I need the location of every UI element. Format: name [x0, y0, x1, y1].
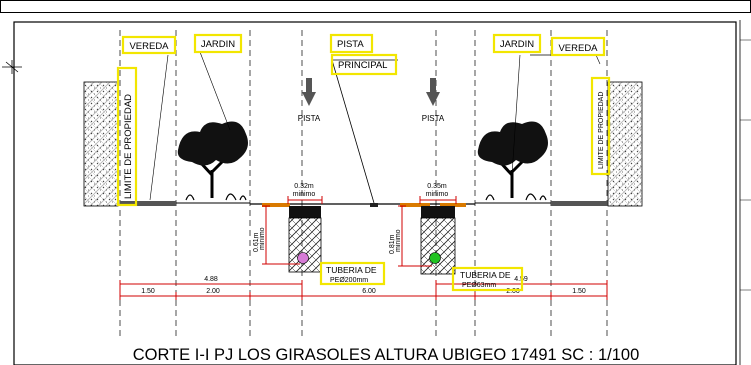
label-pista: PISTA — [337, 39, 364, 50]
trench-left-depth-note: minimo — [259, 227, 266, 250]
trench-right-width-note: minimo — [426, 191, 449, 198]
trench-right-depth-note: minimo — [395, 229, 402, 252]
trench-right-width: 0.35m — [427, 183, 447, 190]
arrow-down-icon — [426, 78, 440, 106]
trench-right-depth: 0.81m — [389, 234, 396, 254]
label-tuberia-right: TUBERIA DE — [460, 270, 511, 280]
dim-left-total: 4.88 — [204, 276, 218, 283]
dim-pista: 6.00 — [362, 288, 376, 295]
dim-vereda-left: 1.50 — [141, 288, 155, 295]
highlight-jardin-right — [492, 33, 542, 54]
dim-vereda-right: 1.50 — [572, 288, 586, 295]
trench-depth-dim-right — [398, 205, 432, 267]
label-limite-right: LIMITE DE PROPIEDAD — [598, 92, 605, 169]
pavement-edge-right — [400, 203, 430, 207]
arrow-label-pista-1: PISTA — [298, 114, 321, 123]
trench-left-width: 0.32m — [294, 183, 314, 190]
label-jardin-left: JARDIN — [201, 39, 235, 50]
label-jardin-right: JARDIN — [500, 39, 534, 50]
trench-right — [420, 206, 456, 275]
axis-marker — [2, 60, 22, 74]
arrow-label-pista-2: PISTA — [422, 114, 445, 123]
trench-width-dim-left — [287, 196, 323, 204]
drawing-caption: CORTE I-I PJ LOS GIRASOLES ALTURA UBIGEO… — [133, 346, 640, 364]
leader-line — [149, 51, 601, 204]
highlight-vereda-right — [550, 36, 606, 57]
pavement-edge-left — [262, 203, 290, 207]
pipe-left — [297, 252, 309, 264]
trench-left — [288, 206, 322, 273]
label-vereda-right: VEREDA — [558, 43, 598, 54]
label-vereda-left: VEREDA — [129, 41, 169, 52]
sidewalk-right — [551, 201, 607, 206]
trench-left-depth: 0.61m — [253, 232, 260, 252]
property-wall-left — [83, 81, 119, 207]
dim-jardin-right: 2.00 — [506, 288, 520, 295]
arrow-down-icon — [302, 78, 316, 106]
highlight-limite-left — [116, 66, 138, 207]
highlight-principal — [330, 53, 398, 76]
sidewalk-left — [120, 201, 176, 206]
label-tuberia-left: TUBERIA DE — [326, 265, 377, 275]
ground-surface — [120, 201, 607, 207]
highlight-vereda-left — [121, 35, 177, 55]
pipe-right — [429, 252, 441, 264]
dim-jardin-left: 2.00 — [206, 288, 220, 295]
label-tuberia-left-2: PEØ200mm — [330, 277, 368, 284]
trench-depth-dim-left — [262, 205, 300, 265]
highlight-jardin-left — [193, 33, 243, 54]
tree-left — [177, 121, 248, 201]
label-tuberia-right-2: PEØ63mm — [462, 282, 496, 289]
highlight-pista — [329, 33, 374, 54]
label-limite-left: LIMITE DE PROPIEDAD — [123, 94, 134, 199]
trench-left-width-note: minimo — [293, 191, 316, 198]
trench-width-dim-right — [419, 196, 457, 204]
highlight-tuberia-right — [451, 266, 524, 292]
highlight-limite-right — [590, 76, 611, 176]
property-wall-right — [607, 81, 643, 207]
highlight-tuberia-left — [319, 261, 386, 286]
label-principal: PRINCIPAL — [338, 60, 387, 71]
